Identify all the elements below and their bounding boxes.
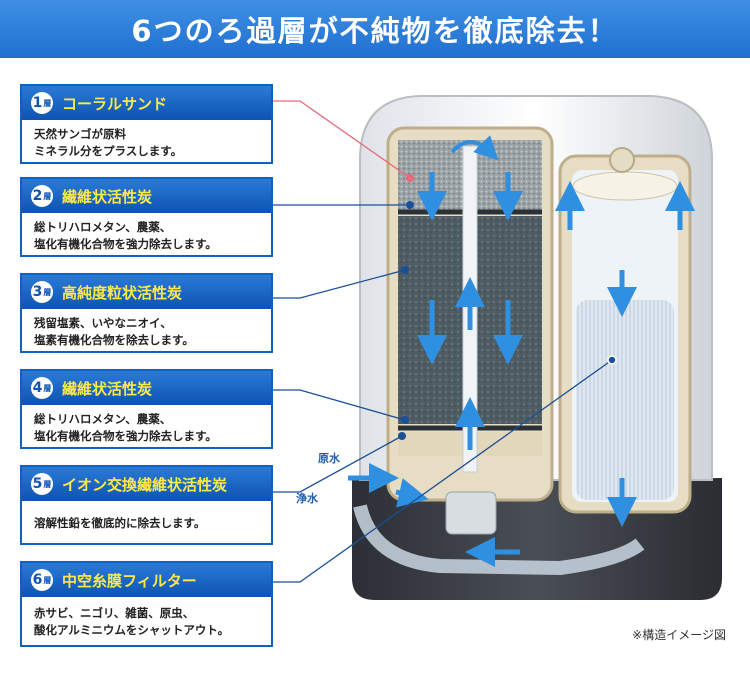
layer-unit: 層 bbox=[43, 575, 52, 585]
layer-description-line: 赤サビ、ニゴリ、雑菌、原虫、 bbox=[34, 606, 195, 620]
layer-description-line: 残留塩素、いやなニオイ、 bbox=[34, 316, 172, 330]
pointer-layer-5 bbox=[273, 435, 403, 493]
layer-description-line: ミネラル分をプラスします。 bbox=[34, 144, 183, 158]
pointer-lines bbox=[273, 100, 613, 583]
layer-title: 繊維状活性炭 bbox=[62, 379, 153, 398]
supply-hose bbox=[353, 504, 645, 576]
raw-water-label: 原水 bbox=[318, 452, 340, 465]
layer-unit: 層 bbox=[43, 98, 52, 108]
water-flow-arrows bbox=[348, 172, 695, 567]
layer-description-line: 天然サンゴが原料 bbox=[34, 127, 126, 141]
membrane-top bbox=[572, 171, 678, 201]
layer-description-line: 塩素有機化合物を除去します。 bbox=[34, 333, 194, 347]
layer-description-line: 総トリハロメタン、農薬、 bbox=[34, 220, 172, 234]
pointer-dot-4 bbox=[401, 416, 409, 424]
layer-description: 天然サンゴが原料 ミネラル分をプラスします。 bbox=[22, 120, 271, 166]
structure-note: ※構造イメージ図 bbox=[632, 628, 726, 642]
layer-description-line: 総トリハロメタン、農薬、 bbox=[34, 412, 172, 426]
layer-description-line: 溶解性鉛を徹底的に除去します。 bbox=[34, 516, 206, 530]
pointer-dot-5 bbox=[398, 432, 406, 440]
flow-curve-top bbox=[450, 135, 499, 161]
layer-number: 6 bbox=[32, 572, 43, 588]
pointer-dot-1 bbox=[406, 174, 414, 182]
pointer-layer-1 bbox=[273, 100, 411, 179]
layer-description: 総トリハロメタン、農薬、 塩化有機化合物を強力除去します。 bbox=[22, 213, 271, 259]
layer-title: 中空糸膜フィルター bbox=[62, 571, 197, 590]
pointer-dot-2 bbox=[406, 201, 414, 209]
cap-knob bbox=[609, 147, 635, 173]
layer-unit: 層 bbox=[43, 479, 52, 489]
layer-description-line: 塩化有機化合物を強力除去します。 bbox=[34, 429, 217, 443]
layer-number: 1 bbox=[32, 95, 43, 111]
layer-description: 溶解性鉛を徹底的に除去します。 bbox=[22, 501, 271, 538]
pointer-layer-4 bbox=[273, 389, 406, 421]
pointer-dot-6 bbox=[607, 355, 617, 365]
layer-title: 高純度粒状活性炭 bbox=[62, 283, 183, 302]
layer-number: 3 bbox=[32, 284, 43, 300]
title-banner: 6つのろ過層が不純物を徹底除去！ bbox=[0, 0, 750, 58]
flow-arrow bbox=[395, 478, 429, 508]
page-title: 6つのろ過層が不純物を徹底除去！ bbox=[131, 14, 619, 48]
layer-description-line: 酸化アルミニウムをシャットアウト。 bbox=[34, 623, 230, 637]
clean-water-label: 浄水 bbox=[296, 492, 318, 505]
layer-number: 2 bbox=[32, 188, 43, 204]
layer-description-line: 塩化有機化合物を強力除去します。 bbox=[34, 237, 217, 251]
layer-number: 5 bbox=[32, 476, 43, 492]
layer-description: 残留塩素、いやなニオイ、 塩素有機化合物を除去します。 bbox=[22, 309, 271, 355]
layer-unit: 層 bbox=[43, 191, 52, 201]
pointer-layer-6 bbox=[273, 359, 613, 583]
pointer-layer-3 bbox=[273, 269, 406, 299]
layer-title: コーラルサンド bbox=[62, 94, 168, 113]
layer-description: 赤サビ、ニゴリ、雑菌、原虫、 酸化アルミニウムをシャットアウト。 bbox=[22, 597, 271, 645]
layer-number: 4 bbox=[32, 380, 43, 396]
layer-unit: 層 bbox=[43, 287, 52, 297]
valve-fitting bbox=[445, 491, 497, 535]
pointer-dot-3 bbox=[401, 266, 409, 274]
layer6-hollow-fiber-membrane bbox=[576, 300, 674, 500]
layer-title: 繊維状活性炭 bbox=[62, 187, 153, 206]
layer-description: 総トリハロメタン、農薬、 塩化有機化合物を強力除去します。 bbox=[22, 405, 271, 451]
layer-unit: 層 bbox=[43, 383, 52, 393]
layer-title: イオン交換繊維状活性炭 bbox=[62, 475, 228, 494]
